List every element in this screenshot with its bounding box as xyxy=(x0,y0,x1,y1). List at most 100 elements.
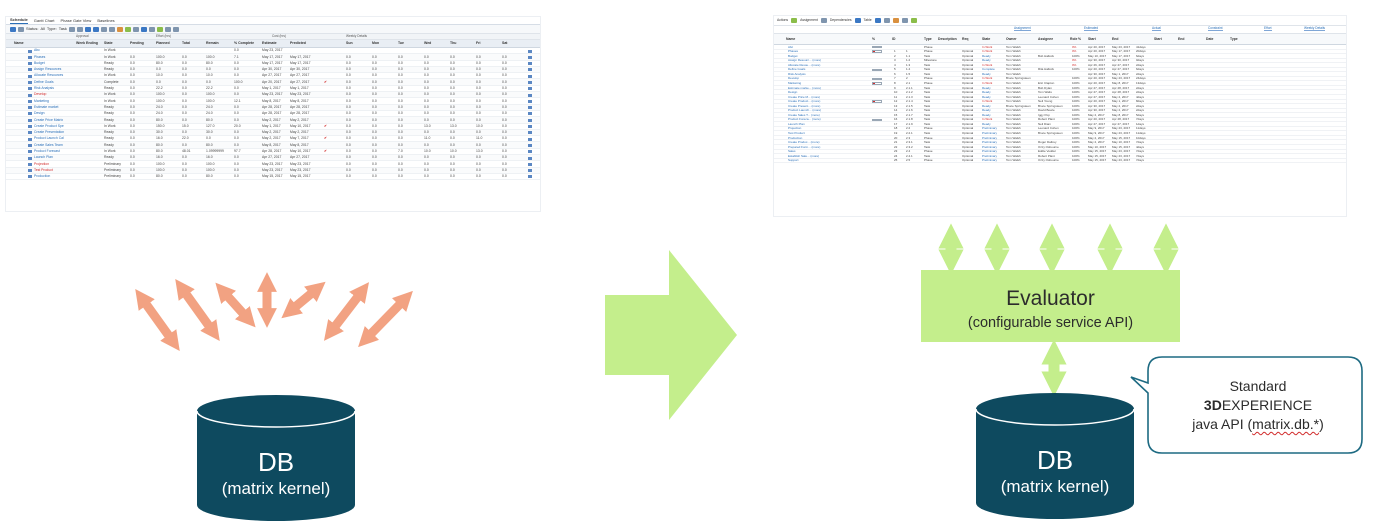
task-name[interactable]: Test Product xyxy=(34,167,53,172)
task-name[interactable]: Marketing xyxy=(34,98,49,103)
task-name[interactable]: Marketing xyxy=(788,80,802,85)
column-header[interactable]: Sun xyxy=(346,41,353,45)
delete-icon[interactable] xyxy=(132,26,139,32)
row-action-icon[interactable] xyxy=(528,99,532,103)
task-name[interactable]: Support xyxy=(788,158,799,163)
task-name[interactable]: Create Product Spe xyxy=(34,123,64,128)
dependencies-menu[interactable]: Dependencies xyxy=(829,17,852,22)
column-header[interactable]: Tue xyxy=(398,41,404,45)
row-action-icon[interactable] xyxy=(528,162,532,166)
edit-icon[interactable] xyxy=(892,18,899,23)
move-down-icon[interactable] xyxy=(92,26,99,32)
move-up-icon[interactable] xyxy=(84,26,91,32)
task-name[interactable]: Create Price Matrix xyxy=(34,117,64,122)
column-header[interactable]: Type xyxy=(1230,37,1238,41)
export-icon[interactable] xyxy=(156,26,163,32)
outdent-icon[interactable] xyxy=(76,26,83,32)
task-name[interactable]: Create Sales T... (more) xyxy=(788,112,820,117)
task-name[interactable]: Create Sales Team xyxy=(34,142,63,147)
table-icon[interactable] xyxy=(854,18,861,23)
row-action-icon[interactable] xyxy=(528,118,532,122)
row-action-icon[interactable] xyxy=(528,62,532,66)
task-name[interactable]: Product Forecast xyxy=(34,149,60,154)
row-action-icon[interactable] xyxy=(528,156,532,160)
status-select[interactable]: All xyxy=(40,26,45,31)
column-header[interactable]: Start xyxy=(1154,37,1162,41)
task-name[interactable]: Estimate marke... (more) xyxy=(788,85,822,90)
task-name[interactable]: Production xyxy=(34,174,51,179)
column-header[interactable]: Mon xyxy=(372,41,380,45)
column-header[interactable]: Predicted xyxy=(290,41,306,45)
column-header[interactable]: % xyxy=(1078,37,1082,41)
task-name[interactable]: Establish Sale... (more) xyxy=(788,153,820,158)
column-header[interactable]: % xyxy=(872,37,876,41)
task-name[interactable]: Allocate Resources xyxy=(34,73,64,78)
row-action-icon[interactable] xyxy=(528,68,532,72)
task-name[interactable]: Budget xyxy=(788,53,798,58)
row-action-icon[interactable] xyxy=(528,137,532,141)
column-header[interactable]: Estimate xyxy=(262,41,277,45)
task-name[interactable]: Product Foreca... (more) xyxy=(788,117,821,122)
task-name[interactable]: Assign Resourc... (more) xyxy=(788,58,822,63)
task-name[interactable]: Budget xyxy=(34,60,45,65)
task-name[interactable]: Define Goals xyxy=(788,67,806,72)
column-header[interactable]: Assignee xyxy=(1038,37,1054,41)
row-action-icon[interactable] xyxy=(528,150,532,154)
column-header[interactable]: % Complete xyxy=(234,41,255,45)
row-action-icon[interactable] xyxy=(528,74,532,78)
column-header[interactable]: Role xyxy=(1070,37,1078,41)
task-name[interactable]: Sales xyxy=(788,149,796,154)
task-name[interactable]: Design xyxy=(34,111,45,116)
task-name[interactable]: Abc xyxy=(34,48,40,53)
column-header[interactable]: Req xyxy=(962,37,969,41)
column-header[interactable]: Week Ending xyxy=(76,41,98,45)
task-name[interactable]: Launch Plan xyxy=(34,155,53,160)
task-name[interactable]: Projection xyxy=(788,126,802,131)
row-action-icon[interactable] xyxy=(528,87,532,91)
row-action-icon[interactable] xyxy=(528,125,532,129)
calendar-icon[interactable] xyxy=(148,26,155,32)
tab-schedule[interactable]: Schedule xyxy=(10,16,28,24)
task-name[interactable]: Launch Plan xyxy=(788,121,805,126)
task-name[interactable]: Define Goals xyxy=(34,79,54,84)
column-header[interactable]: Start xyxy=(1088,37,1096,41)
tab-gantt-chart[interactable]: Gantt Chart xyxy=(33,17,55,23)
task-name[interactable]: Develop xyxy=(788,76,800,81)
task-name[interactable]: Create Price M... (more) xyxy=(788,94,821,99)
row-action-icon[interactable] xyxy=(528,143,532,147)
refresh-icon[interactable] xyxy=(140,26,147,32)
task-name[interactable]: Product Launch Cal xyxy=(34,136,64,141)
assignment-icon[interactable] xyxy=(791,18,798,23)
task-name[interactable]: Assign Resources xyxy=(34,67,62,72)
row-action-icon[interactable] xyxy=(528,131,532,135)
settings-icon[interactable] xyxy=(172,26,179,32)
